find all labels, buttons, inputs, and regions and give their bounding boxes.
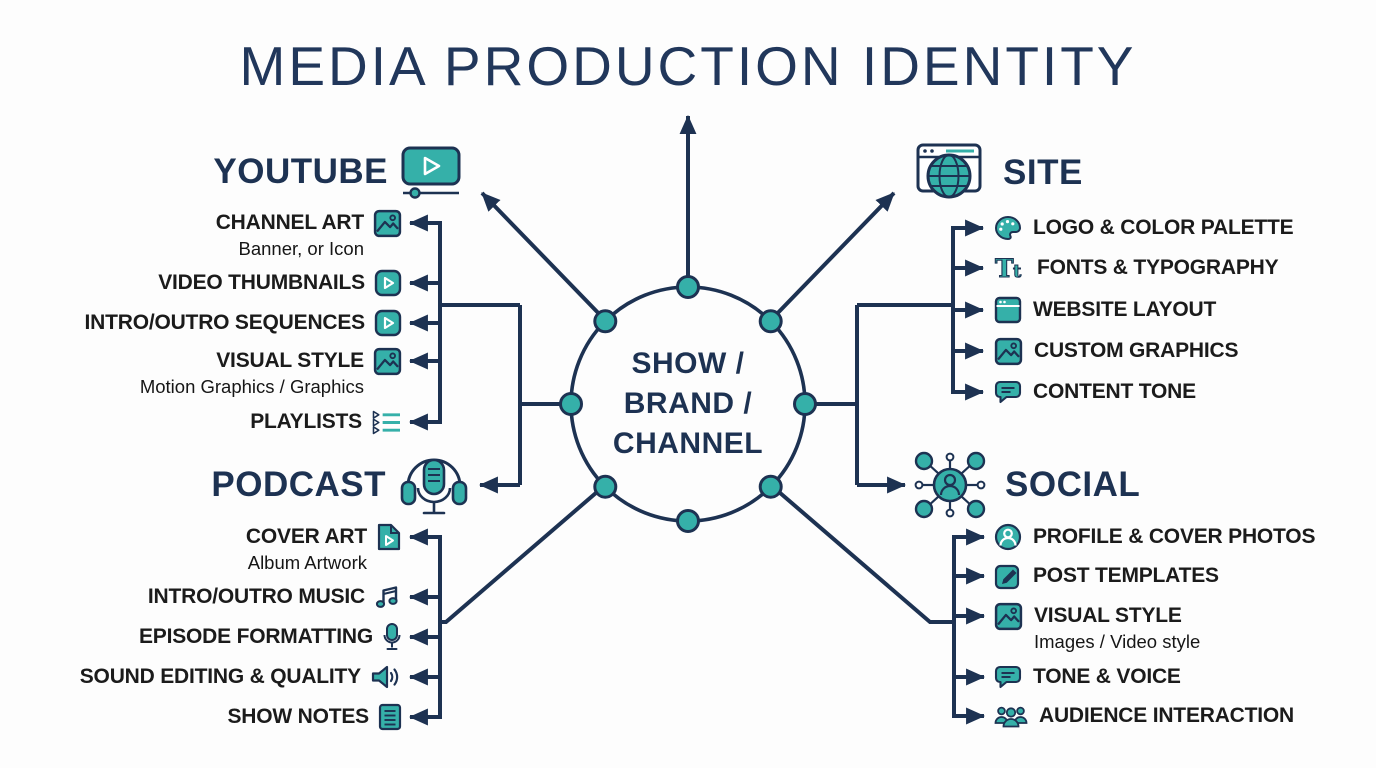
item-subtitle: Motion Graphics / Graphics xyxy=(139,376,364,397)
social-item-profile-cover-photos: PROFILE & COVER PHOTOS xyxy=(994,522,1315,552)
item-label: VISUAL STYLE xyxy=(216,349,364,372)
notes-icon xyxy=(378,702,402,732)
circle-nodes xyxy=(559,275,817,533)
item-subtitle: Banner, or Icon xyxy=(238,238,364,259)
youtube-item-video-thumbnails: VIDEO THUMBNAILS xyxy=(158,268,402,298)
item-subtitle: Album Artwork xyxy=(247,552,367,573)
social-header-label: SOCIAL xyxy=(1005,465,1141,504)
podcast-item-sound-editing-quality: SOUND EDITING & QUALITY xyxy=(80,662,402,692)
image-icon xyxy=(373,208,402,238)
item-label: VIDEO THUMBNAILS xyxy=(158,271,365,294)
music-note-icon xyxy=(374,582,402,612)
network-icon xyxy=(908,450,992,520)
podcast-header-label: PODCAST xyxy=(211,465,386,504)
image-icon xyxy=(373,346,402,376)
youtube-header: YOUTUBE xyxy=(213,144,462,200)
speaker-icon xyxy=(370,662,402,692)
podcast-item-episode-formatting: EPISODE FORMATTING xyxy=(139,622,402,652)
speech-bubble-icon xyxy=(994,662,1022,692)
podcast-item-show-notes: SHOW NOTES xyxy=(227,702,402,732)
youtube-item-playlists: PLAYLISTS xyxy=(250,407,402,437)
item-label: CHANNEL ART xyxy=(215,211,364,234)
item-label: AUDIENCE INTERACTION xyxy=(1039,704,1295,727)
item-label: INTRO/OUTRO MUSIC xyxy=(147,585,365,608)
item-label: SOUND EDITING & QUALITY xyxy=(79,665,361,688)
youtube-item-intro-outro-sequences: INTRO/OUTRO SEQUENCES xyxy=(85,308,403,338)
audience-icon xyxy=(994,701,1028,731)
social-item-tone-voice: TONE & VOICE xyxy=(994,662,1181,692)
site-item-website-layout: WEBSITE LAYOUT xyxy=(994,295,1216,325)
podcast-header: PODCAST xyxy=(211,450,470,520)
browser-globe-icon xyxy=(910,143,990,203)
item-label: COVER ART xyxy=(245,525,367,548)
video-play-icon xyxy=(374,308,402,338)
layout-icon xyxy=(994,295,1022,325)
site-item-fonts-typography: FONTS & TYPOGRAPHY xyxy=(994,253,1279,283)
site-item-custom-graphics: CUSTOM GRAPHICS xyxy=(994,336,1238,366)
palette-icon xyxy=(994,213,1022,243)
site-header-label: SITE xyxy=(1003,153,1083,192)
item-label: POST TEMPLATES xyxy=(1033,564,1219,587)
item-label: CUSTOM GRAPHICS xyxy=(1034,339,1239,362)
center-circle-label: SHOW / BRAND / CHANNEL xyxy=(612,347,764,460)
item-label: WEBSITE LAYOUT xyxy=(1033,298,1217,321)
item-label: EPISODE FORMATTING xyxy=(138,625,373,648)
media-file-icon xyxy=(376,522,402,552)
item-label: FONTS & TYPOGRAPHY xyxy=(1037,256,1279,279)
social-item-visual-style: VISUAL STYLE Images / Video style xyxy=(994,601,1200,653)
typography-icon xyxy=(994,253,1026,283)
item-label: SHOW NOTES xyxy=(227,705,369,728)
item-label: LOGO & COLOR PALETTE xyxy=(1033,216,1294,239)
social-header: SOCIAL xyxy=(908,450,1140,520)
item-label: TONE & VOICE xyxy=(1033,665,1181,688)
site-item-content-tone: CONTENT TONE xyxy=(994,377,1196,407)
item-label: VISUAL STYLE xyxy=(1034,604,1182,627)
podcast-microphone-icon xyxy=(398,450,470,520)
item-label: PROFILE & COVER PHOTOS xyxy=(1033,525,1316,548)
item-label: CONTENT TONE xyxy=(1033,380,1196,403)
page-title: MEDIA PRODUCTION IDENTITY xyxy=(239,35,1137,97)
item-label: INTRO/OUTRO SEQUENCES xyxy=(84,311,366,334)
playlist-icon xyxy=(371,407,402,437)
youtube-header-label: YOUTUBE xyxy=(213,152,388,191)
speech-bubble-icon xyxy=(994,377,1022,407)
item-subtitle: Images / Video style xyxy=(1034,631,1201,652)
podcast-item-cover-art: COVER ART Album Artwork xyxy=(246,522,402,574)
item-label: PLAYLISTS xyxy=(250,410,362,433)
site-item-logo-color-palette: LOGO & COLOR PALETTE xyxy=(994,213,1294,243)
profile-icon xyxy=(994,522,1022,552)
podcast-item-intro-outro-music: INTRO/OUTRO MUSIC xyxy=(148,582,402,612)
post-edit-icon xyxy=(994,561,1022,591)
social-item-post-templates: POST TEMPLATES xyxy=(994,561,1219,591)
youtube-item-channel-art: CHANNEL ART Banner, or Icon xyxy=(216,208,402,260)
youtube-player-icon xyxy=(400,145,462,199)
microphone-icon xyxy=(382,622,402,652)
image-icon xyxy=(994,336,1023,366)
image-icon xyxy=(994,601,1023,631)
site-header: SITE xyxy=(910,143,1083,203)
social-item-audience-interaction: AUDIENCE INTERACTION xyxy=(994,701,1294,731)
youtube-item-visual-style: VISUAL STYLE Motion Graphics / Graphics xyxy=(140,346,402,398)
video-play-icon xyxy=(374,268,402,298)
